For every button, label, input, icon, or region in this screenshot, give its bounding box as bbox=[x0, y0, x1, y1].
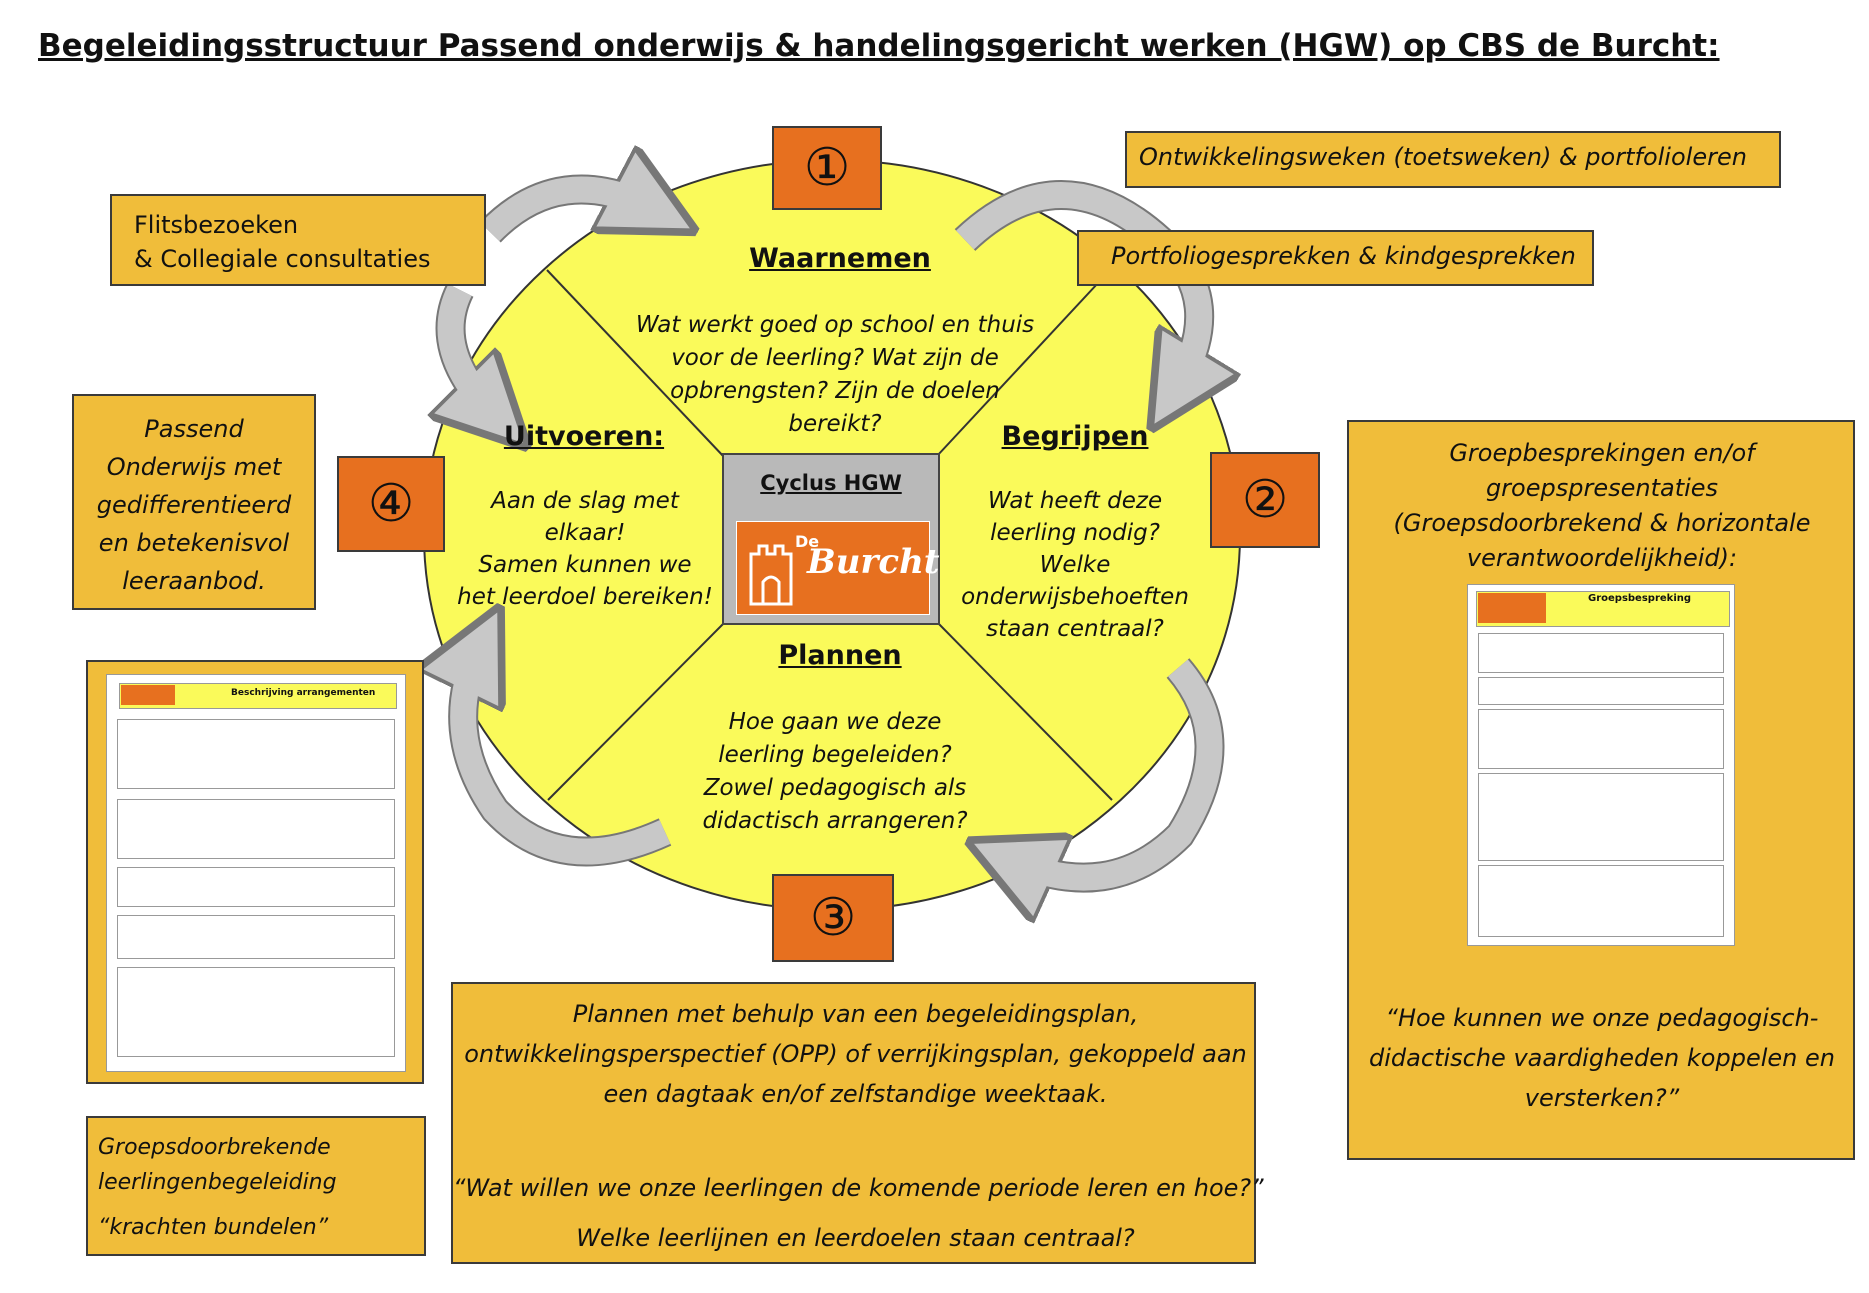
step-number-3: ③ bbox=[772, 874, 894, 962]
box-portfoliogesprekken: Portfoliogesprekken & kindgesprekken bbox=[1077, 230, 1594, 286]
heading-begrijpen: Begrijpen bbox=[1001, 421, 1149, 452]
text-begrijpen: Wat heeft deze leerling nodig? Welke ond… bbox=[961, 488, 1189, 642]
box-flitsbezoeken: Flitsbezoeken & Collegiale consultaties bbox=[110, 194, 486, 286]
groepbesprekingen-quote: “Hoe kunnen we onze pedagogisch- didacti… bbox=[1369, 1004, 1835, 1112]
step-number-2: ② bbox=[1210, 452, 1320, 548]
arrow-top-left bbox=[480, 176, 662, 242]
step-number-4: ④ bbox=[337, 456, 445, 552]
plannen-question: Welke leerlijnen en leerdoelen staan cen… bbox=[576, 1224, 1135, 1252]
text-waarnemen: Wat werkt goed op school en thuis voor d… bbox=[635, 312, 1035, 437]
page-title: Begeleidingsstructuur Passend onderwijs … bbox=[38, 28, 1720, 64]
plannen-main-text: Plannen met behulp van een begeleidingsp… bbox=[464, 1000, 1247, 1108]
logo-prefix: De bbox=[795, 532, 820, 551]
logo-text: Burcht bbox=[807, 542, 940, 582]
groepsbespreking-title: Groepsbespreking bbox=[1588, 593, 1692, 604]
heading-plannen: Plannen bbox=[778, 640, 902, 671]
arrow-left bbox=[437, 284, 505, 425]
box-passend-onderwijs: Passend Onderwijs met gedifferentieerd e… bbox=[72, 394, 316, 610]
divider-line-tr bbox=[936, 267, 1113, 457]
divider-line-tl bbox=[546, 269, 726, 459]
box-ontwikkelingsweken: Ontwikkelingsweken (toetsweken) & portfo… bbox=[1125, 131, 1781, 188]
arrow-bottom-right bbox=[1004, 659, 1223, 891]
castle-icon bbox=[749, 544, 793, 606]
text-uitvoeren: Aan de slag met elkaar! Samen kunnen we … bbox=[457, 488, 713, 610]
heading-waarnemen: Waarnemen bbox=[749, 243, 931, 274]
arrangementen-document-image: Beschrijving arrangementen bbox=[106, 674, 406, 1072]
step-number-1: ① bbox=[772, 126, 882, 210]
heading-uitvoeren: Uitvoeren: bbox=[503, 421, 665, 452]
box-groepbesprekingen: Groepbesprekingen en/of groepspresentati… bbox=[1347, 420, 1855, 1160]
arrow-bottom-left bbox=[450, 642, 671, 865]
divider-line-br bbox=[936, 621, 1113, 801]
cyclus-center-box: Cyclus HGW Burcht De bbox=[722, 453, 940, 625]
burcht-logo: Burcht De bbox=[736, 521, 940, 615]
groepsdoorbrekend-quote: “krachten bundelen” bbox=[98, 1215, 329, 1240]
text-plannen: Hoe gaan we deze leerling begeleiden? Zo… bbox=[702, 709, 968, 834]
plannen-quote: “Wat willen we onze leerlingen de komend… bbox=[453, 1174, 1264, 1202]
groepsdoorbrekend-text: Groepsdoorbrekende leerlingenbegeleiding bbox=[98, 1135, 337, 1195]
groepsbespreking-document-image: Groepsbespreking bbox=[1467, 584, 1735, 946]
box-groepsdoorbrekend: Groepsdoorbrekende leerlingenbegeleiding… bbox=[86, 1116, 426, 1256]
arrangementen-title: Beschrijving arrangementen bbox=[231, 688, 376, 698]
divider-line-bl bbox=[547, 621, 726, 801]
box-beschrijving-arrangementen: Beschrijving arrangementen bbox=[86, 660, 424, 1084]
groepbesprekingen-text: Groepbesprekingen en/of groepspresentati… bbox=[1393, 439, 1811, 572]
cyclus-label: Cyclus HGW bbox=[760, 471, 902, 495]
box-plannen: Plannen met behulp van een begeleidingsp… bbox=[451, 982, 1264, 1264]
